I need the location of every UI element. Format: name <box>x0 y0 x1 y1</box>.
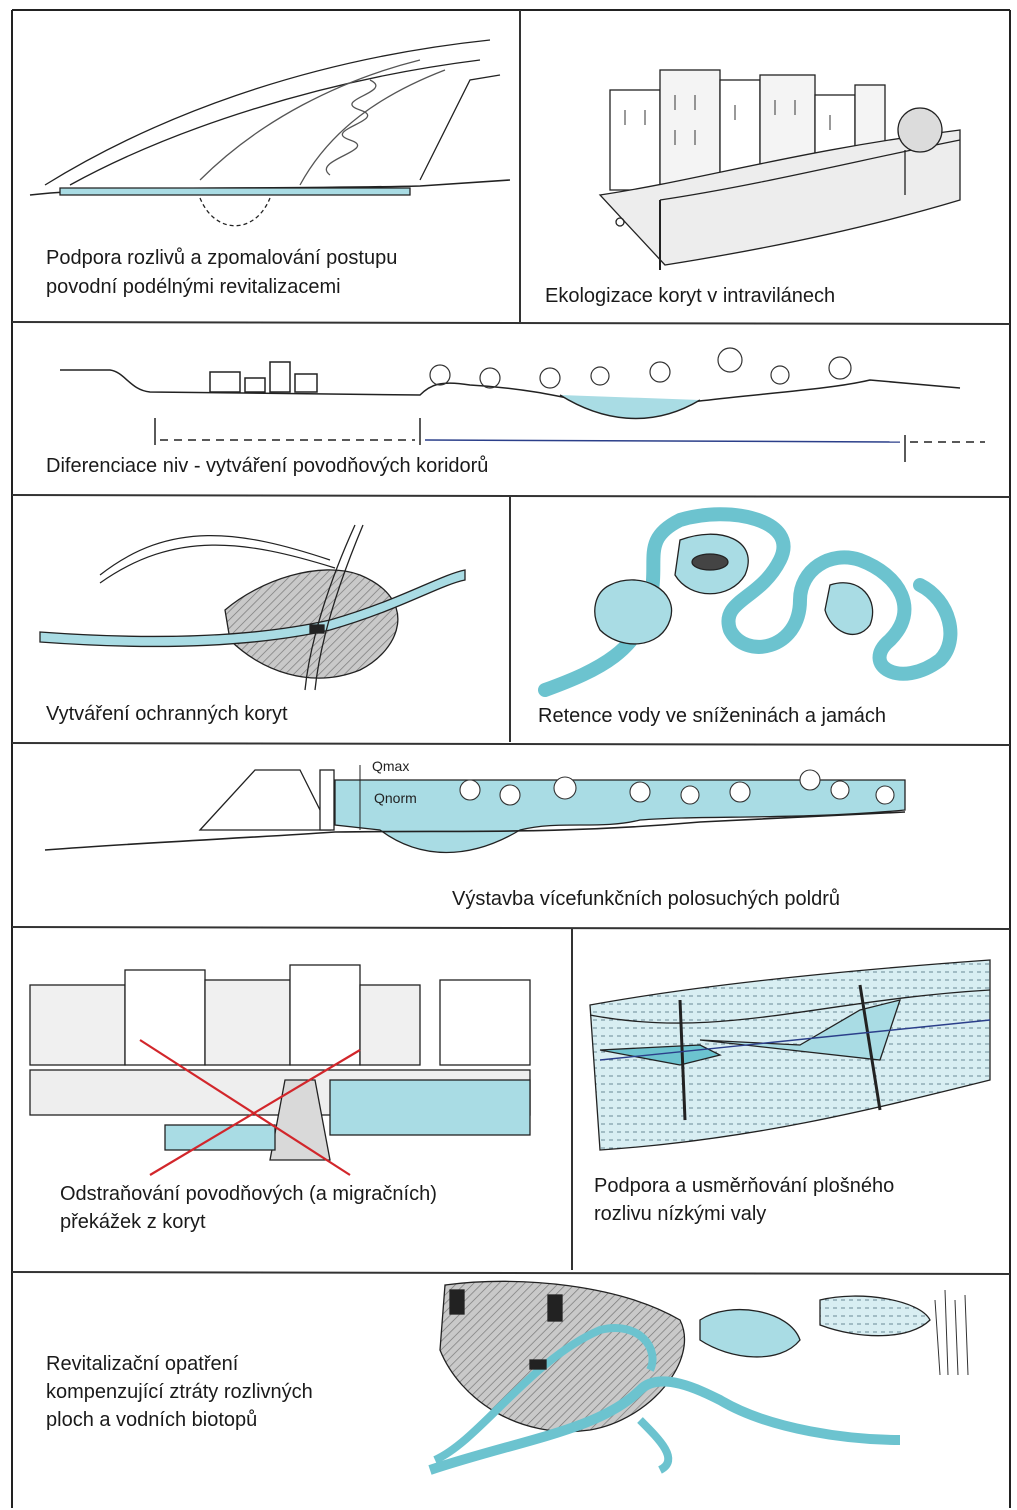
panel-4-caption: Vytváření ochranných koryt <box>46 700 288 729</box>
panel-8-illustration <box>590 960 990 1150</box>
qmax-label: Qmax <box>372 758 409 774</box>
panel-5-illustration <box>545 514 950 690</box>
panel-2-illustration <box>600 70 960 270</box>
panel-7-caption-line1: Odstraňování povodňových (a migračních) <box>60 1180 437 1209</box>
panel-6-illustration <box>45 765 905 853</box>
panel-9-illustration <box>430 1281 968 1470</box>
panel-1-caption-line1: Podpora rozlivů a zpomalování postupu <box>46 244 397 273</box>
panel-9-caption-line3: ploch a vodních biotopů <box>46 1406 257 1435</box>
panel-5-caption: Retence vody ve sníženinách a jamách <box>538 702 886 731</box>
panel-7-caption-line2: překážek z koryt <box>60 1208 206 1237</box>
qnorm-label: Qnorm <box>374 790 417 806</box>
panel-9-caption-line1: Revitalizační opatření <box>46 1350 238 1379</box>
panel-2-caption: Ekologizace koryt v intravilánech <box>545 282 835 311</box>
panel-9-caption-line2: kompenzující ztráty rozlivných <box>46 1378 313 1407</box>
panel-6-caption: Výstavba vícefunkčních polosuchých poldr… <box>452 885 840 914</box>
panel-1-illustration <box>30 40 510 226</box>
panel-8-caption-line1: Podpora a usměrňování plošného <box>594 1172 894 1201</box>
panel-7-illustration <box>30 965 530 1175</box>
panel-3-caption: Diferenciace niv - vytváření povodňových… <box>46 452 488 481</box>
panel-4-illustration <box>40 525 465 690</box>
panel-8-caption-line2: rozlivu nízkými valy <box>594 1200 766 1229</box>
panel-1-caption-line2: povodní podélnými revitalizacemi <box>46 273 341 302</box>
panel-3-illustration <box>60 348 985 462</box>
